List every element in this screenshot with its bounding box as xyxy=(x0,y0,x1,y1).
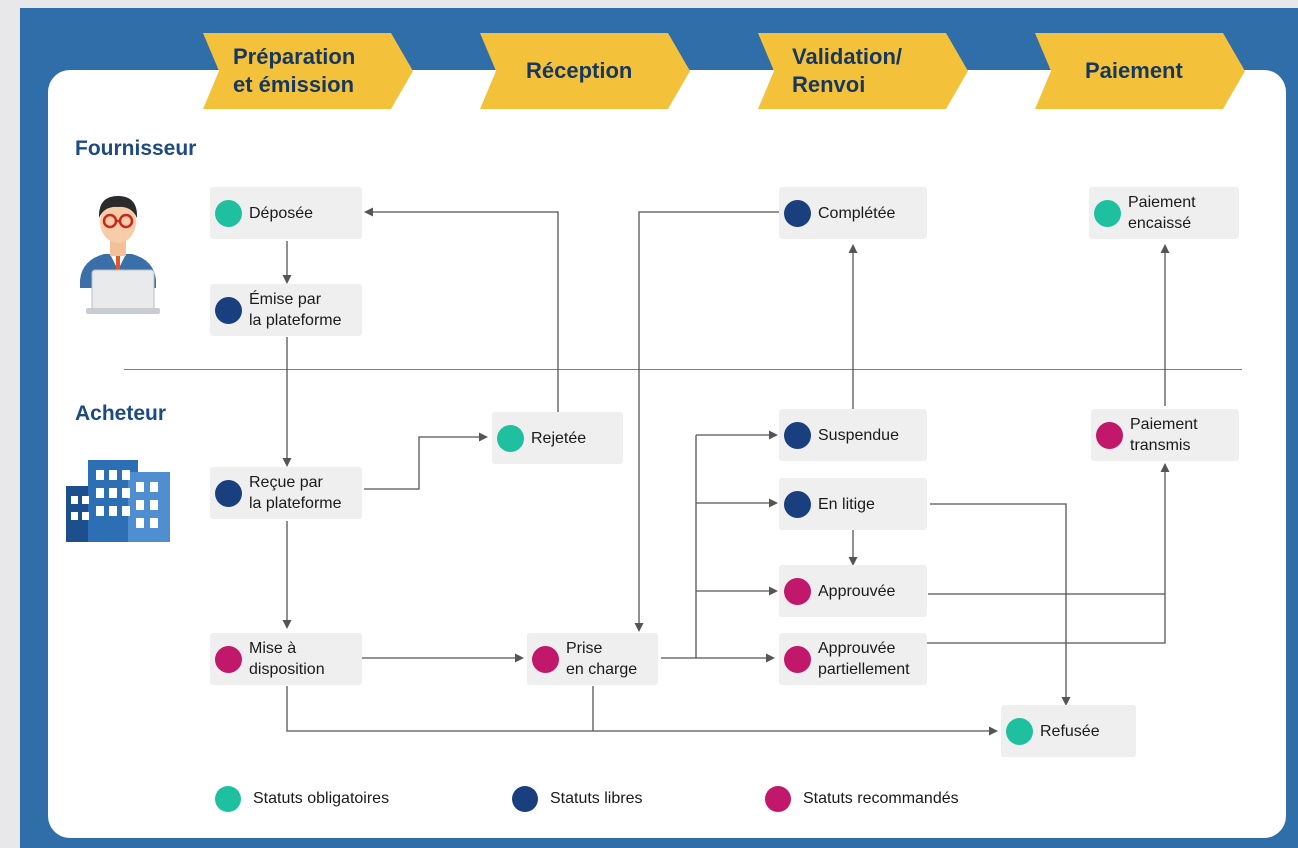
arrow-mise-refusee xyxy=(286,686,998,736)
legend-dot-recommended xyxy=(765,786,791,812)
stage-preparation: Préparation et émission xyxy=(203,33,413,109)
status-dot-free xyxy=(784,199,811,227)
node-label: Refusée xyxy=(1040,722,1100,740)
node-label: Paiement transmis xyxy=(1130,416,1198,454)
lane-title-supplier: Fournisseur xyxy=(75,137,197,160)
arrow-partielle-transmis xyxy=(926,463,1170,644)
status-dot-recommended xyxy=(532,645,559,673)
legend-mandatory: Statuts obligatoires xyxy=(215,786,389,812)
node-label: Reçue par la plateforme xyxy=(249,474,342,512)
node-completee: Complétée xyxy=(779,187,927,239)
arrow-completee-prise xyxy=(634,211,779,632)
stage-label: Préparation et émission xyxy=(233,44,356,97)
node-label: Suspendue xyxy=(818,426,899,444)
node-suspendue: Suspendue xyxy=(779,409,927,461)
stage-validation: Validation/ Renvoi xyxy=(758,33,968,109)
node-deposee: Déposée xyxy=(210,187,362,239)
node-refusee: Refusée xyxy=(1001,705,1136,757)
stage-paiement: Paiement xyxy=(1035,33,1245,109)
legend-label: Statuts recommandés xyxy=(803,790,959,807)
arrow-recue-rejetee xyxy=(364,432,488,490)
node-prise: Prise en charge xyxy=(527,633,658,685)
status-dot-mandatory xyxy=(215,199,242,227)
status-dot-free xyxy=(215,296,242,324)
lane-title-buyer: Acheteur xyxy=(75,402,167,425)
status-dot-mandatory xyxy=(1094,199,1121,227)
node-label: Prise en charge xyxy=(566,640,638,678)
node-label: Complétée xyxy=(818,204,896,222)
legend-dot-mandatory xyxy=(215,786,241,812)
node-label: Émise par la plateforme xyxy=(249,291,342,329)
node-litige: En litige xyxy=(779,478,927,530)
legend-label: Statuts obligatoires xyxy=(253,790,390,807)
stage-label: Validation/ Renvoi xyxy=(792,44,903,97)
lane-divider xyxy=(124,369,1242,370)
status-dot-free xyxy=(215,479,242,507)
node-label: Mise à disposition xyxy=(249,640,325,678)
supplier-person-icon xyxy=(80,196,160,314)
legend-recommended: Statuts recommandés xyxy=(765,786,959,812)
status-dot-mandatory xyxy=(1006,717,1033,745)
node-mise: Mise à disposition xyxy=(210,633,362,685)
legend-dot-free xyxy=(512,786,538,812)
node-recue: Reçue par la plateforme xyxy=(210,467,362,519)
node-partielle: Approuvée partiellement xyxy=(779,633,927,685)
arrow-rejetee-deposee xyxy=(364,207,559,413)
status-dot-mandatory xyxy=(497,424,524,452)
building-icon xyxy=(66,460,170,542)
stage-reception: Réception xyxy=(480,33,690,109)
node-label: Rejetée xyxy=(531,429,587,447)
status-dot-recommended xyxy=(784,645,811,673)
status-dot-free xyxy=(784,490,811,518)
node-label: Paiement encaissé xyxy=(1128,194,1196,232)
stage-label: Paiement xyxy=(1085,58,1183,83)
status-dot-recommended xyxy=(215,645,242,673)
status-dot-recommended xyxy=(1096,421,1123,449)
status-dot-recommended xyxy=(784,577,811,605)
node-label: En litige xyxy=(818,495,875,513)
node-approuvee: Approuvée xyxy=(779,565,927,617)
stage-label: Réception xyxy=(526,58,633,83)
node-rejetee: Rejetée xyxy=(492,412,623,464)
node-label: Déposée xyxy=(249,204,314,222)
node-label: Approuvée xyxy=(818,582,896,600)
legend-free: Statuts libres xyxy=(512,786,642,812)
node-transmis: Paiement transmis xyxy=(1091,409,1239,461)
node-label: Approuvée partiellement xyxy=(818,640,910,678)
node-encaisse: Paiement encaissé xyxy=(1089,187,1239,239)
status-dot-free xyxy=(784,421,811,449)
legend-label: Statuts libres xyxy=(550,790,643,807)
node-emise: Émise par la plateforme xyxy=(210,284,362,336)
arrow-litige-refusee xyxy=(930,503,1071,706)
